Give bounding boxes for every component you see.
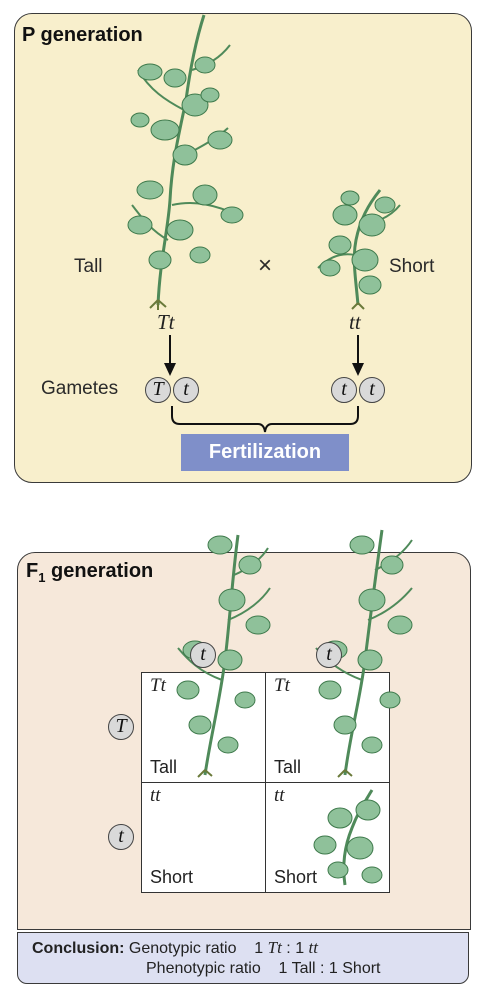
cell-phenotype: Tall [274,757,302,777]
short-pea-plant-icon [313,789,383,886]
tall-genotype: Tt [157,310,175,334]
tall-pea-plant-icon [127,14,244,310]
cell-genotype: Tt [274,675,290,696]
phenotypic-ratio-label: Phenotypic ratio [146,960,261,977]
cell-phenotype: Short [150,867,194,887]
fertilization-label: Fertilization [181,434,349,471]
row-allele: T [108,714,134,740]
short-pea-plant-icon [317,189,401,310]
genotypic-sep: : [286,940,291,957]
gamete-allele: t [331,377,357,403]
short-label: Short [389,256,435,277]
gamete-allele: T [145,377,171,403]
cell-genotype: tt [150,785,161,806]
phenotypic-ratio-row: Phenotypic ratio 1 Tall : 1 Short [146,960,381,978]
cell-genotype: tt [274,785,285,806]
genotypic-geno-a: Tt [267,938,282,957]
gamete-allele: t [359,377,385,403]
arrow-down-icon [352,335,364,376]
column-allele: t [190,642,216,668]
punnett-cell: tt Short [141,782,266,893]
cell-genotype: Tt [150,675,166,696]
p-generation-title: P generation [22,24,143,46]
brace-icon [171,406,359,433]
genotypic-ratio-row: Conclusion: Genotypic ratio 1 Tt : 1 tt [32,938,318,958]
row-allele: t [108,824,134,850]
punnett-cell: Tt Tall [141,672,266,783]
gamete-allele: t [173,377,199,403]
arrow-down-icon [164,335,176,376]
column-allele: t [316,642,342,668]
genotypic-geno-b: tt [308,938,318,957]
genotypic-ratio-label: Genotypic ratio [128,940,237,957]
genotypic-count-b: 1 [295,940,305,957]
p-generation-panel [14,13,472,483]
cell-phenotype: Tall [150,757,178,777]
f1-generation-title: F1 generation [26,560,154,585]
phenotypic-ratio-value: 1 Tall : 1 Short [278,960,381,977]
conclusion-heading: Conclusion: [32,940,125,957]
short-genotype: tt [349,310,361,334]
conclusion-box: Conclusion: Genotypic ratio 1 Tt : 1 tt … [17,932,469,984]
cell-phenotype: Short [274,867,318,887]
cross-symbol: × [258,252,273,279]
genotypic-count-a: 1 [254,940,264,957]
gametes-label: Gametes [41,378,119,399]
tall-label: Tall [74,256,103,277]
